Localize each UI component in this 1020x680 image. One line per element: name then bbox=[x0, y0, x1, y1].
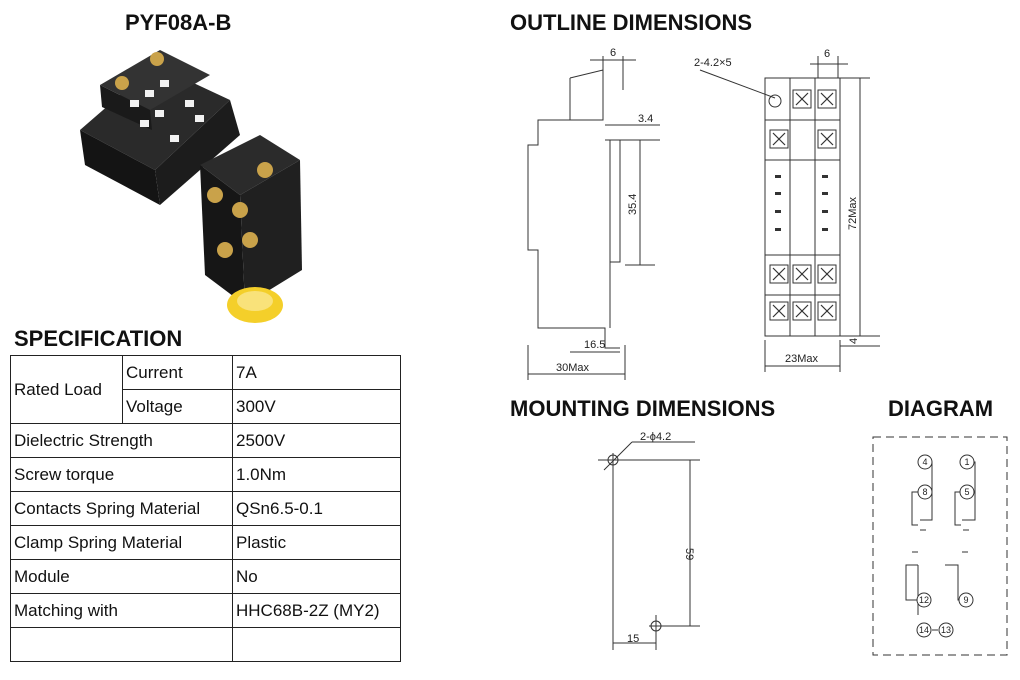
outline-dim-bottom: 4 bbox=[848, 338, 860, 344]
table-row: Matching with HHC68B-2Z (MY2) bbox=[10, 593, 401, 628]
terminal-13: 13 bbox=[941, 625, 951, 635]
table-row: Contacts Spring Material QSn6.5-0.1 bbox=[10, 491, 401, 526]
terminal-8: 8 bbox=[922, 487, 927, 497]
spec-label: Contacts Spring Material bbox=[10, 491, 233, 526]
spec-label: Module bbox=[10, 559, 233, 594]
terminal-12: 12 bbox=[919, 595, 929, 605]
terminal-14: 14 bbox=[919, 625, 929, 635]
outline-dim-height: 35.4 bbox=[627, 194, 639, 215]
outline-dim-step: 3.4 bbox=[638, 113, 653, 125]
current-value: 7A bbox=[232, 355, 401, 390]
specification-table: Rated Load Current 7A Voltage 300V Diele… bbox=[10, 355, 401, 662]
voltage-value: 300V bbox=[232, 389, 401, 424]
spec-label: Screw torque bbox=[10, 457, 233, 492]
mounting-holes-label: 2-ϕ4.2 bbox=[640, 431, 671, 443]
mounting-dim-horizontal: 15 bbox=[627, 633, 639, 645]
table-row: Dielectric Strength 2500V bbox=[10, 423, 401, 458]
table-row: Module No bbox=[10, 559, 401, 594]
spec-label: Dielectric Strength bbox=[10, 423, 233, 458]
terminal-9: 9 bbox=[963, 595, 968, 605]
table-row: Rated Load Current 7A bbox=[10, 355, 401, 424]
specification-heading: SPECIFICATION bbox=[14, 326, 183, 351]
table-row: Screw torque 1.0Nm bbox=[10, 457, 401, 492]
current-label: Current bbox=[122, 355, 233, 390]
mounting-dimensions-heading: MOUNTING DIMENSIONS bbox=[510, 396, 776, 421]
mounting-dim-vertical: 59 bbox=[683, 548, 695, 560]
outline-holes-label: 2-4.2×5 bbox=[694, 57, 732, 69]
spec-value: No bbox=[232, 559, 401, 594]
spec-value: QSn6.5-0.1 bbox=[232, 491, 401, 526]
spec-label: Clamp Spring Material bbox=[10, 525, 233, 560]
outline-dim-front-width: 23Max bbox=[785, 353, 819, 365]
spec-value bbox=[232, 627, 401, 662]
terminal-4: 4 bbox=[922, 457, 927, 467]
spec-value: 2500V bbox=[232, 423, 401, 458]
outline-dim-top: 6 bbox=[610, 47, 616, 59]
outline-dim-length: 72Max bbox=[847, 196, 859, 230]
table-row: Clamp Spring Material Plastic bbox=[10, 525, 401, 560]
spec-label bbox=[10, 627, 233, 662]
diagram-heading: DIAGRAM bbox=[888, 396, 994, 421]
spec-value: HHC68B-2Z (MY2) bbox=[232, 593, 401, 628]
rated-load-label: Rated Load bbox=[10, 355, 123, 424]
spec-value: 1.0Nm bbox=[232, 457, 401, 492]
table-row bbox=[10, 627, 401, 662]
outline-dimensions-heading: OUTLINE DIMENSIONS bbox=[510, 10, 753, 35]
outline-dim-width: 30Max bbox=[556, 362, 590, 374]
terminal-5: 5 bbox=[964, 487, 969, 497]
outline-dim-top-right: 6 bbox=[824, 48, 830, 60]
terminal-1: 1 bbox=[964, 457, 969, 467]
outline-dim-base: 16.5 bbox=[584, 339, 605, 351]
relay-socket-photo bbox=[80, 50, 302, 323]
table-row: Voltage 300V bbox=[11, 389, 401, 424]
spec-value: Plastic bbox=[232, 525, 401, 560]
product-title: PYF08A-B bbox=[125, 10, 232, 35]
spec-label: Matching with bbox=[10, 593, 233, 628]
voltage-label: Voltage bbox=[122, 389, 233, 424]
